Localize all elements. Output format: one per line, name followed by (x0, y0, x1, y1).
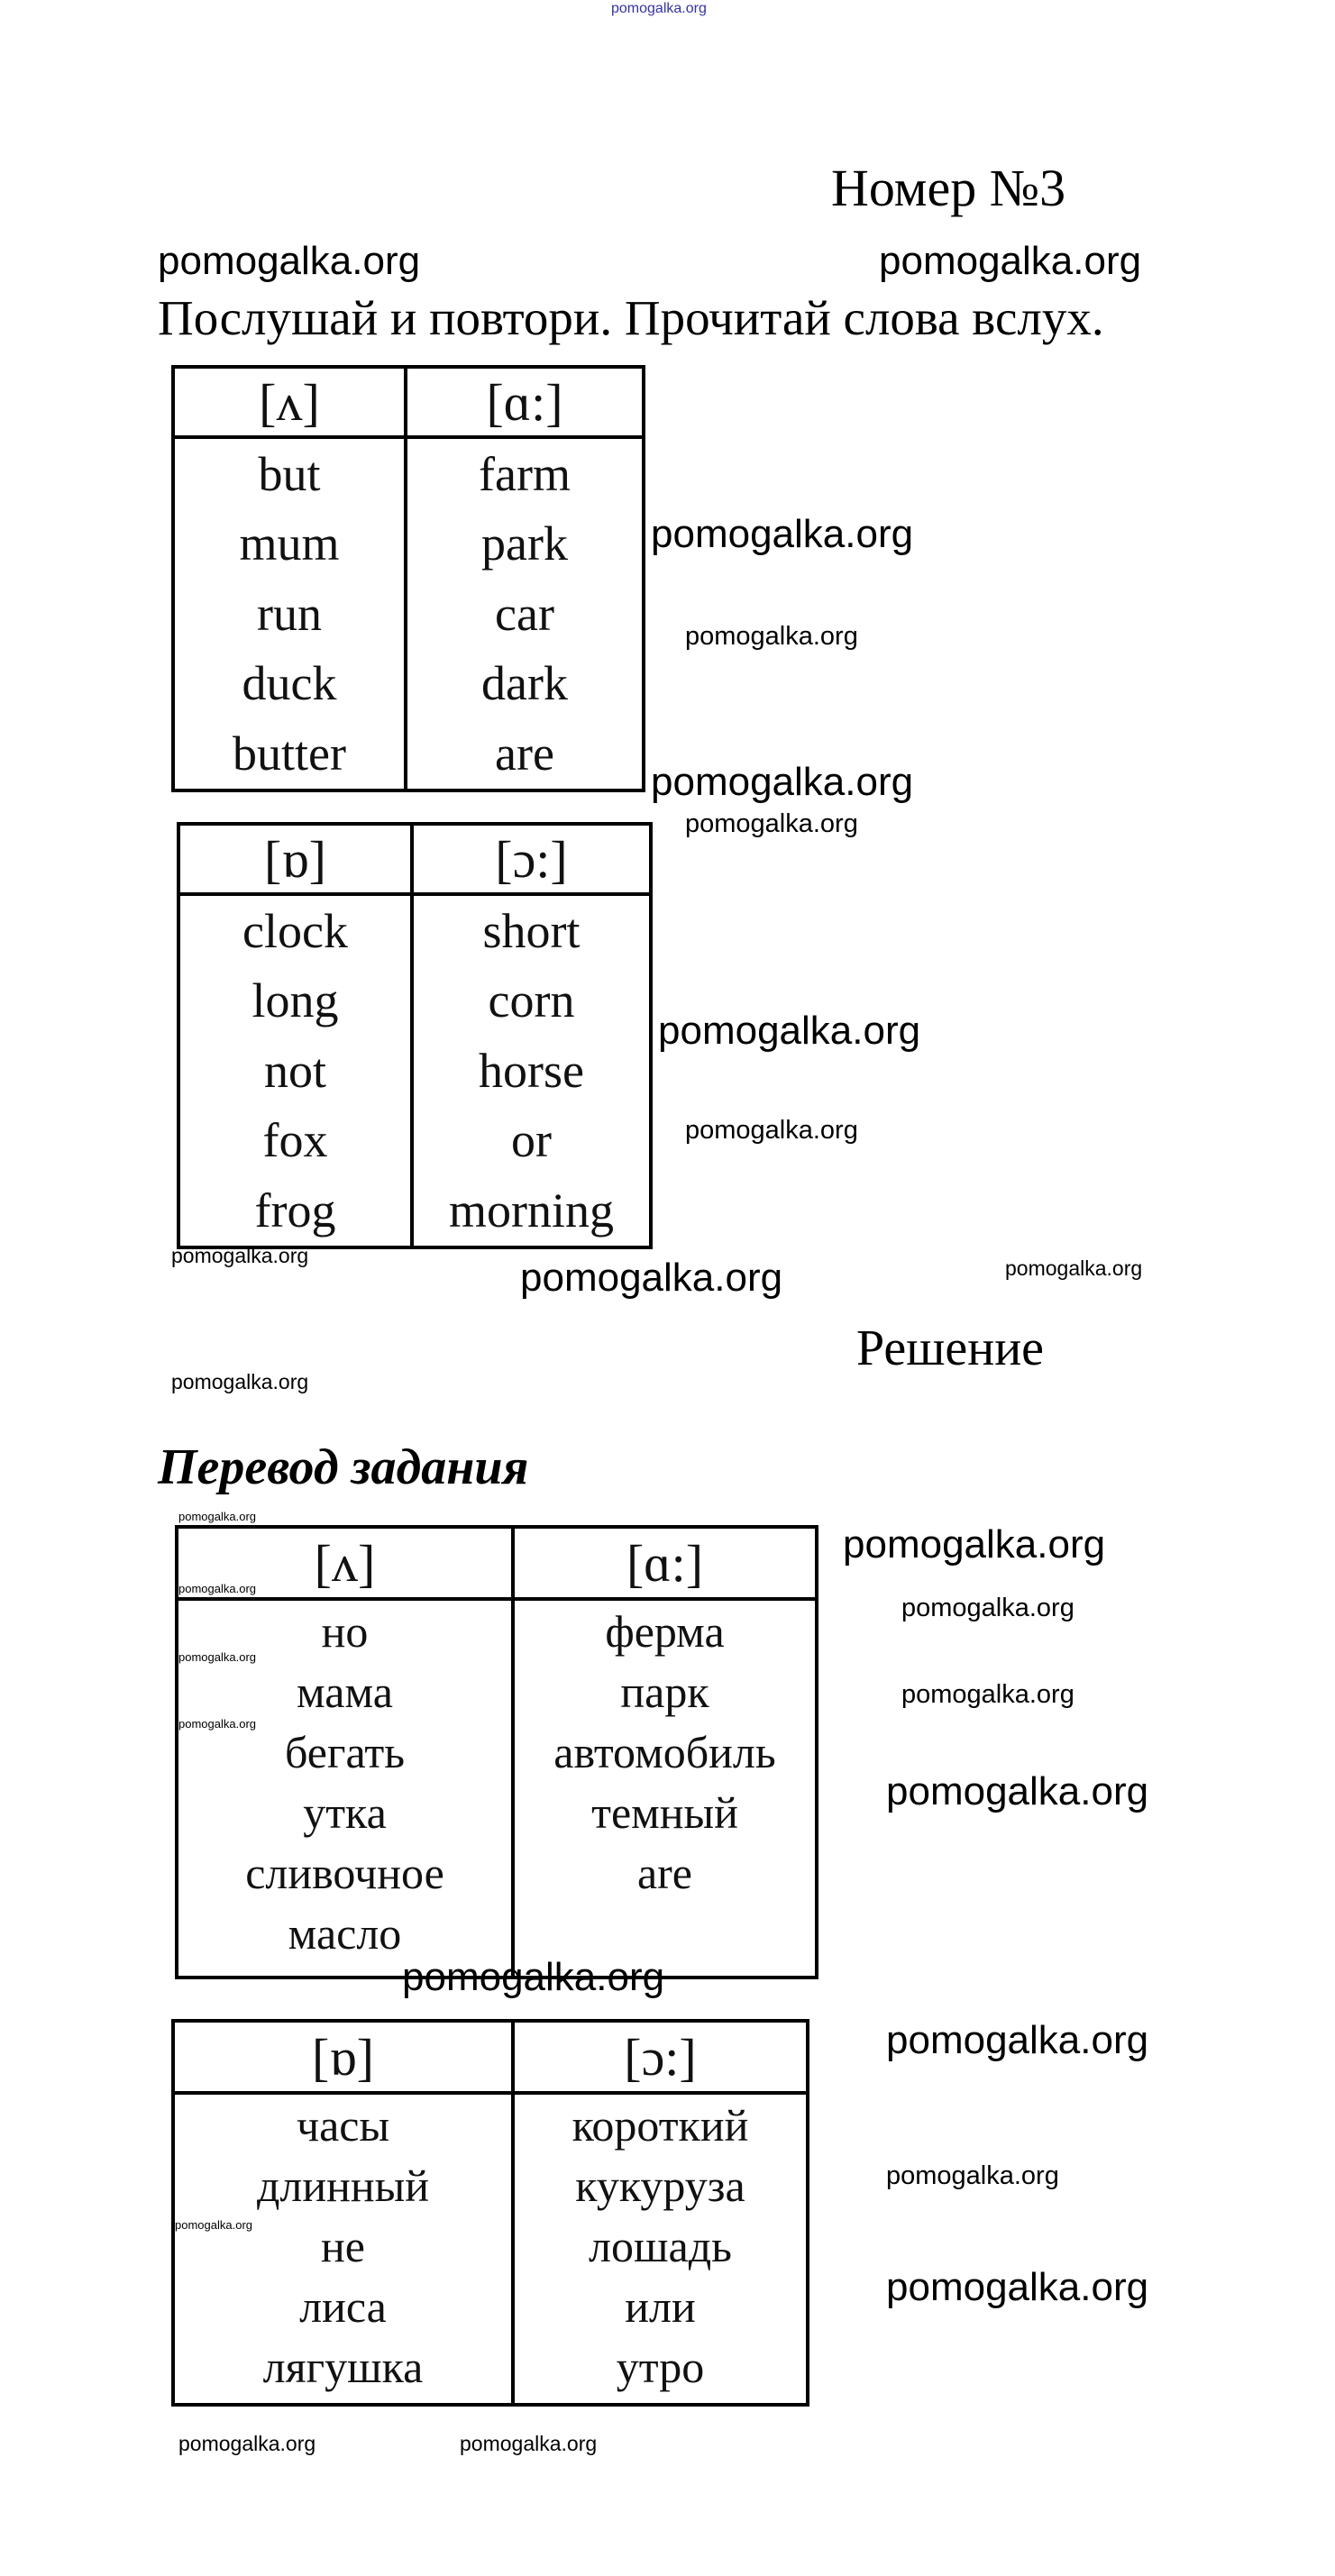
word: темный (591, 1786, 738, 1838)
word: park (481, 516, 568, 571)
word: но (321, 1605, 369, 1657)
word: ферма (605, 1605, 725, 1657)
watermark: pomogalka.org (886, 2265, 1149, 2309)
translation-title: Перевод задания (158, 1439, 529, 1495)
word-column: ферма парк автомобиль темный are (515, 1601, 815, 1903)
word: car (495, 586, 554, 641)
task-instruction: Послушай и повтори. Прочитай слова вслух… (158, 290, 1104, 345)
solution-heading: Решение (856, 1320, 1045, 1376)
word: мама (297, 1666, 393, 1717)
table-header-cell: [ɑ:] (404, 365, 645, 439)
watermark: pomogalka.org (178, 2432, 316, 2455)
word: farm (479, 446, 571, 501)
word: часы (296, 2099, 390, 2151)
word: кукуруза (575, 2160, 745, 2211)
watermark: pomogalka.org (886, 2161, 1059, 2190)
watermark: pomogalka.org (901, 1680, 1074, 1709)
watermark: pomogalka.org (886, 1769, 1149, 1813)
word: clock (242, 903, 348, 958)
watermark: pomogalka.org (158, 239, 421, 283)
word: утро (616, 2341, 705, 2392)
watermark: pomogalka.org (460, 2432, 598, 2455)
word: horse (479, 1043, 584, 1098)
word-column: но мама бегать утка сливочное масло (178, 1601, 511, 1963)
watermark: pomogalka.org (402, 1955, 665, 1999)
page-title: Номер №3 (831, 159, 1066, 217)
word: сливочное (245, 1847, 444, 1898)
word: duck (242, 656, 337, 711)
word-column: clock long not fox frog (180, 896, 410, 1246)
watermark: pomogalka.org (171, 1370, 309, 1393)
word: лошадь (589, 2220, 732, 2271)
word: или (625, 2280, 696, 2332)
word: corn (488, 973, 575, 1028)
word: or (511, 1113, 552, 1168)
task-table-2: [ɒ] [ɔ:] clock long not fox frog short c… (177, 822, 653, 1249)
word: not (263, 1043, 326, 1098)
watermark: pomogalka.org (879, 239, 1142, 283)
word-column: but mum run duck butter (175, 439, 404, 789)
watermark: pomogalka.org (178, 1510, 256, 1523)
word: fox (262, 1113, 328, 1168)
word: butter (233, 726, 346, 781)
word: mum (239, 516, 340, 571)
watermark: pomogalka.org (901, 1594, 1074, 1622)
watermark: pomogalka.org (178, 1650, 256, 1664)
word: long (251, 973, 339, 1028)
word: but (258, 446, 321, 501)
watermark: pomogalka.org (886, 2018, 1149, 2062)
watermark: pomogalka.org (178, 1717, 256, 1731)
word-column: часы длинный не лиса лягушка (175, 2095, 511, 2397)
word: run (257, 586, 322, 641)
table-header-cell: [ɑ:] (511, 1525, 818, 1601)
word: масло (288, 1907, 402, 1959)
table-header-cell: [ʌ] (175, 1525, 515, 1601)
watermark: pomogalka.org (685, 622, 858, 651)
word: morning (449, 1183, 614, 1238)
word: are (636, 1847, 693, 1898)
word: dark (481, 656, 568, 711)
watermark: pomogalka.org (685, 809, 858, 838)
word: автомобиль (553, 1726, 776, 1777)
table-header-cell: [ɔ:] (410, 822, 653, 896)
word: не (321, 2220, 365, 2271)
watermark: pomogalka.org (651, 512, 914, 556)
site-watermark-top: pomogalka.org (611, 1, 707, 16)
word-column: short corn horse or morning (414, 896, 649, 1246)
word: длинный (256, 2160, 429, 2211)
watermark: pomogalka.org (658, 1009, 921, 1053)
watermark: pomogalka.org (843, 1522, 1106, 1567)
word: short (482, 903, 581, 958)
watermark: pomogalka.org (685, 1116, 858, 1145)
word: утка (303, 1786, 387, 1838)
word: лягушка (262, 2341, 424, 2392)
word-column: короткий кукуруза лошадь или утро (515, 2095, 806, 2397)
task-table-1: [ʌ] [ɑ:] but mum run duck butter farm pa… (171, 365, 645, 792)
watermark: pomogalka.org (178, 1582, 256, 1595)
watermark: pomogalka.org (520, 1256, 783, 1300)
word: парк (620, 1666, 709, 1717)
table-header-cell: [ɔ:] (511, 2019, 809, 2095)
watermark: pomogalka.org (651, 760, 914, 804)
word: бегать (284, 1726, 406, 1777)
translation-table-2: [ɒ] [ɔ:] часы длинный не лиса лягушка ко… (171, 2019, 809, 2407)
watermark: pomogalka.org (175, 2218, 252, 2232)
watermark: pomogalka.org (1005, 1256, 1143, 1280)
word-column: farm park car dark are (407, 439, 642, 789)
word: are (495, 726, 554, 781)
table-header-cell: [ʌ] (171, 365, 407, 439)
table-header-cell: [ɒ] (177, 822, 414, 896)
word: frog (254, 1183, 336, 1238)
table-header-cell: [ɒ] (171, 2019, 515, 2095)
watermark: pomogalka.org (171, 1244, 309, 1267)
translation-table-1: [ʌ] [ɑ:] но мама бегать утка сливочное м… (175, 1525, 818, 1979)
word: лиса (299, 2280, 387, 2332)
word: короткий (571, 2099, 749, 2151)
